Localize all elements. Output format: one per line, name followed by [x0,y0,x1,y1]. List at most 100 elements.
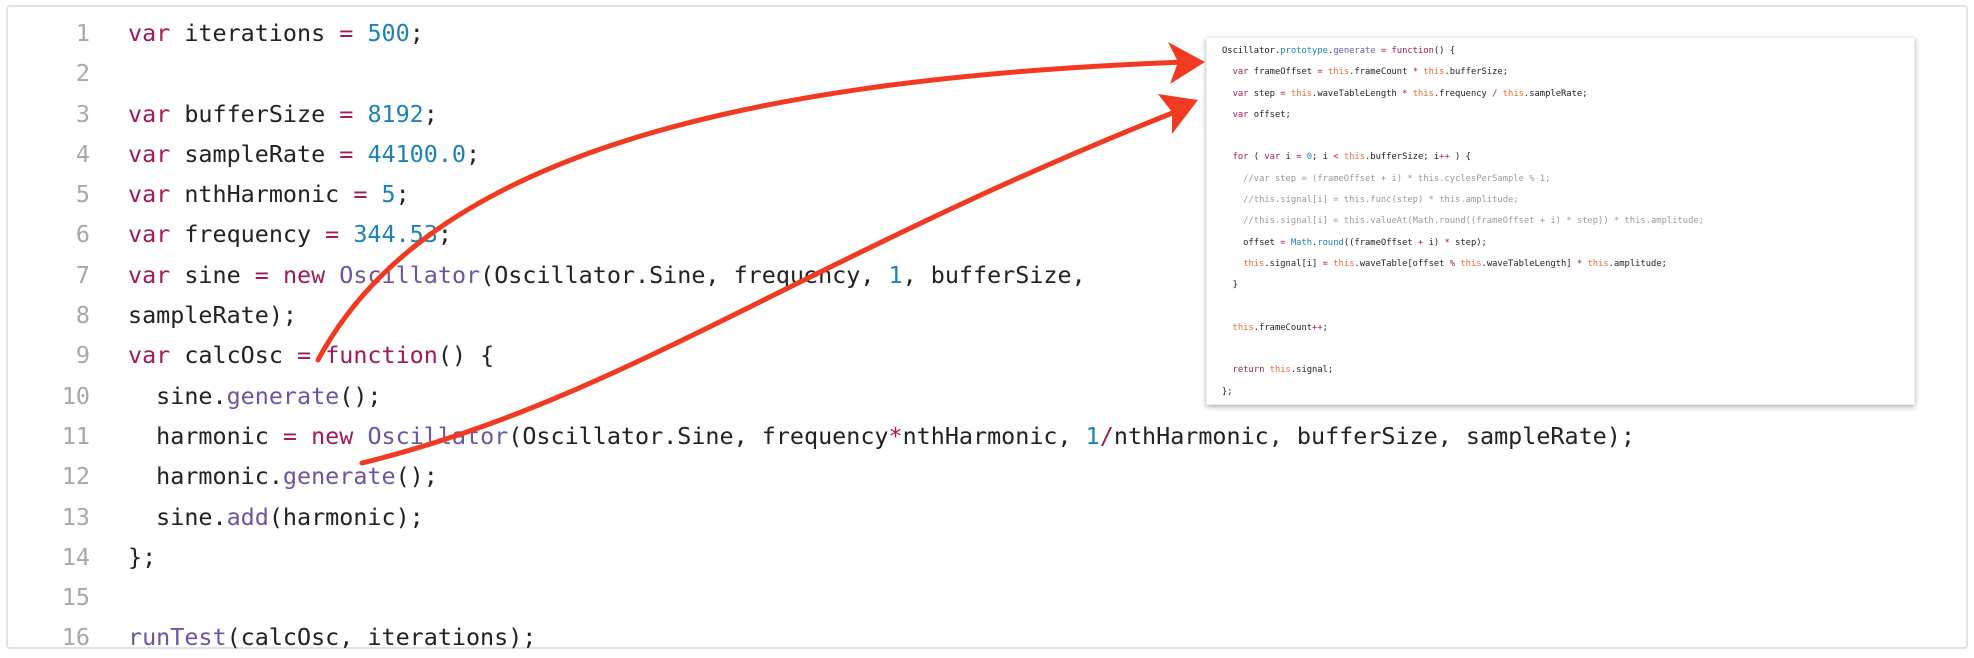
code-token: //var step = (frameOffset + i) * this.cy… [1222,173,1551,184]
line-code: var sampleRate = 44100.0; [128,134,480,174]
code-token: offset; [1248,109,1291,120]
line-code: var sine = new Oscillator(Oscillator.Sin… [128,255,1188,329]
code-token: this [1502,88,1524,99]
code-token: ; [1322,322,1328,333]
line-code: harmonic.generate(); [128,456,438,496]
code-token: offset [1222,237,1281,248]
code-token: ++ [1439,152,1450,163]
code-line: Oscillator.prototype.generate = function… [1222,41,1704,62]
code-token: / [1492,88,1498,99]
code-token: 1 [888,260,903,289]
code-line [1222,339,1704,360]
line-number: 8 [75,301,90,330]
code-token: var [1232,88,1249,99]
code-token: nthHarmonic [170,180,354,209]
code-token: generate [282,462,396,491]
code-token: (Oscillator.Sine, frequency [508,421,889,450]
line-number: 2 [75,59,90,88]
code-token [1222,259,1243,269]
code-token: var [128,220,171,249]
code-token [353,19,367,47]
code-token: ((frameOffset [1343,237,1418,248]
line-number: 10 [61,381,90,410]
code-token: (calcOsc, iterations); [226,623,537,652]
code-line: 14}; [8,537,1635,577]
code-token: for [1232,152,1249,163]
code-token: (); [339,381,382,410]
code-token [1222,152,1233,162]
code-line: }; [1222,382,1704,403]
code-line: 8 [8,295,1635,335]
line-number: 6 [75,220,90,249]
code-token: = [297,341,312,370]
code-token: = [1280,88,1286,99]
code-token: ++ [1312,322,1323,333]
code-token [1222,89,1233,99]
code-token: generate [1333,46,1376,56]
code-token: ( [1248,152,1265,163]
line-code: var nthHarmonic = 5; [128,174,410,214]
code-line: 2 [8,53,1635,93]
line-number: 1 [75,19,90,47]
code-token: this [1333,258,1355,269]
code-line: var step = this.waveTableLength * this.f… [1222,84,1704,105]
line-code: var bufferSize = 8192; [128,94,438,134]
code-line: //this.signal[i] = this.valueAt(Math.rou… [1222,211,1704,232]
oscillator-generate-source-popup: Oscillator.prototype.generate = function… [1206,37,1915,405]
code-token [297,422,311,450]
code-token: = [1322,258,1328,269]
code-token: var [128,139,171,168]
code-line: this.signal[i] = this.waveTable[offset %… [1222,254,1704,275]
code-token: = [254,260,269,289]
code-token: }; [128,542,157,571]
code-token: = [339,99,354,128]
code-token: / [1099,421,1114,450]
code-line: 1 var iterations = 500; [8,13,1635,53]
code-token [311,341,325,369]
code-token: ; [466,139,481,168]
line-number: 16 [61,623,90,652]
code-token: runTest [128,623,227,652]
code-token: var [1264,152,1281,163]
line-code: sine.add(harmonic); [128,497,424,537]
code-line: 12 harmonic.generate(); [8,456,1635,496]
code-token: () { [1433,46,1456,56]
code-token: //this.signal[i] = this.func(step) * thi… [1222,195,1519,206]
code-line: offset = Math.round((frameOffset + i) * … [1222,233,1704,254]
code-token: var [128,341,171,370]
code-token: bufferSize [170,99,340,128]
code-token: (Oscillator.Sine, frequency, [480,260,889,289]
code-token: .signal; [1290,365,1334,376]
code-token: = [325,220,340,249]
code-token: 5 [381,180,396,209]
code-line: var offset; [1222,105,1704,126]
code-token: this [1460,258,1482,269]
code-token: .waveTableLength] [1481,258,1577,269]
line-number: 4 [75,139,90,168]
code-token: ; [437,220,452,249]
code-token: nthHarmonic, [902,421,1086,450]
line-number: 15 [61,583,90,612]
code-line: //var step = (frameOffset + i) * this.cy… [1222,169,1704,190]
code-token: function [1391,46,1434,56]
code-token: * [888,421,903,450]
code-token: = [339,19,354,47]
code-token: . [1327,46,1334,56]
line-number: 9 [75,341,90,370]
code-token [353,422,367,450]
line-number: 14 [61,542,90,571]
code-token: var [128,260,171,289]
code-token: = [1380,46,1387,56]
line-code: var iterations = 500; [128,13,424,53]
line-code: runTest(calcOsc, iterations); [128,617,536,657]
code-line: } [1222,275,1704,296]
inset-code-listing: Oscillator.prototype.generate = function… [1222,41,1704,403]
line-number: 5 [75,180,90,209]
code-token: % [1449,258,1456,269]
code-line: 11 harmonic = new Oscillator(Oscillator.… [8,416,1635,456]
code-token: .waveTableLength [1312,88,1403,99]
code-token [1222,365,1233,375]
code-token: (harmonic); [268,502,424,531]
code-token: } [1222,280,1238,291]
code-token [367,180,381,208]
